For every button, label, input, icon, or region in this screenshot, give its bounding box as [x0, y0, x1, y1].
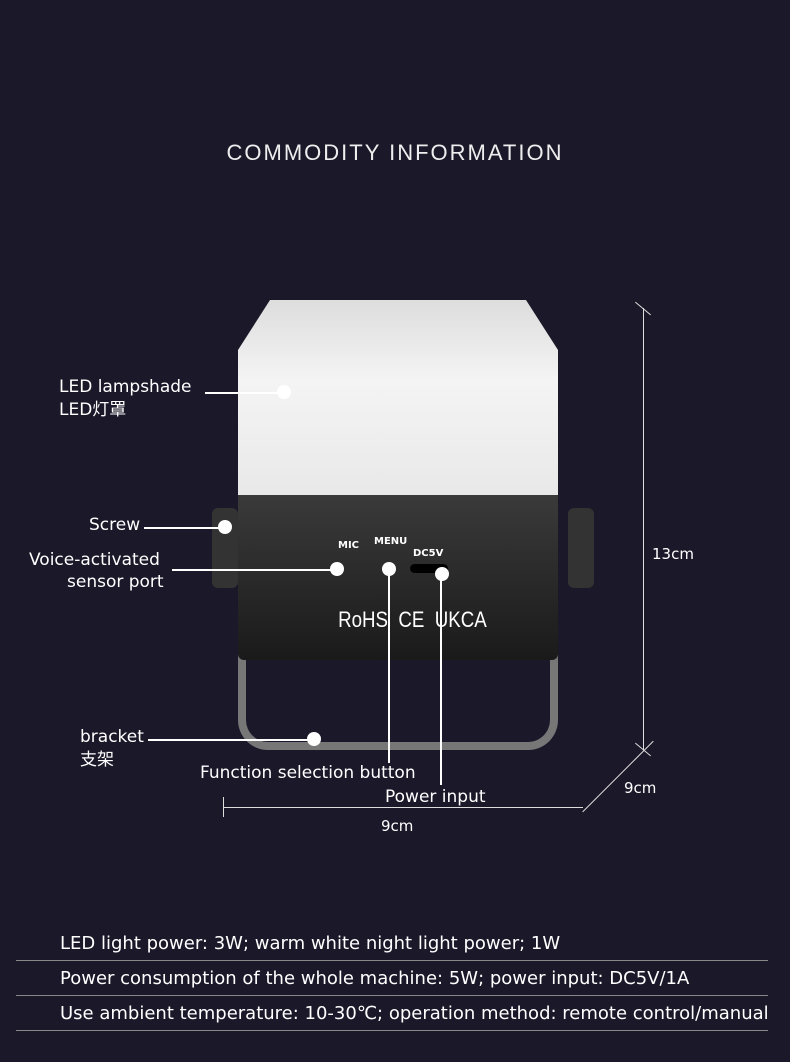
bracket: [238, 600, 558, 750]
dimension-height: 13cm: [652, 545, 694, 563]
label-power: Power input: [385, 787, 486, 807]
spec-line: Power consumption of the whole machine: …: [60, 968, 690, 989]
callout-dot: [330, 562, 344, 576]
label-lampshade: LED lampshade: [59, 377, 192, 397]
dimension-width: 9cm: [381, 817, 414, 835]
dimension-depth: 9cm: [624, 779, 657, 797]
label-lampshade-cn: LED灯罩: [59, 400, 127, 420]
callout-dot: [435, 567, 449, 581]
label-function: Function selection button: [200, 763, 416, 783]
spec-line: LED light power: 3W; warm white night li…: [60, 933, 561, 954]
mic-label: MIC: [338, 540, 360, 551]
label-voice-1: Voice-activated: [29, 550, 160, 570]
product-image: MIC MENU DC5V RoHS CE UKCA: [210, 300, 600, 760]
label-screw: Screw: [89, 515, 141, 535]
usb-port: [410, 564, 448, 573]
menu-label: MENU: [374, 536, 408, 547]
dc-label: DC5V: [413, 548, 444, 559]
callout-dot: [218, 520, 232, 534]
certifications: RoHS CE UKCA: [338, 607, 487, 632]
lampshade: [238, 300, 558, 500]
callout-dot: [277, 385, 291, 399]
body: [238, 495, 558, 660]
label-bracket-cn: 支架: [80, 750, 114, 770]
label-voice-2: sensor port: [67, 572, 164, 592]
screw-knob: [568, 508, 594, 588]
spec-line: Use ambient temperature: 10-30℃; operati…: [60, 1003, 769, 1024]
page-title: COMMODITY INFORMATION: [226, 140, 564, 165]
callout-dot: [307, 732, 321, 746]
label-bracket: bracket: [80, 727, 144, 747]
